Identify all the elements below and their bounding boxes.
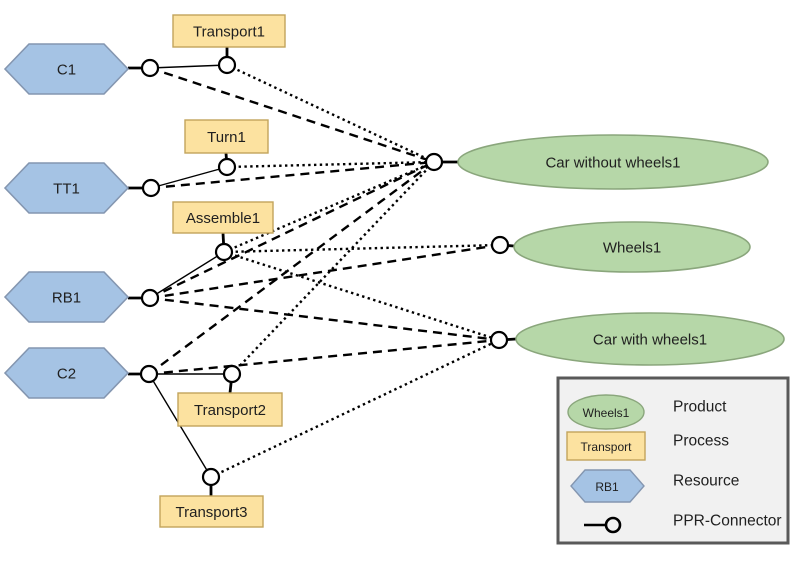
- ppr-connector-c1[interactable]: [140, 58, 160, 78]
- legend-item-label-process: Process: [673, 433, 729, 450]
- ppr-connector-turn1[interactable]: [217, 157, 237, 177]
- dotted-edge: [210, 338, 500, 479]
- dashed-edge: [149, 296, 500, 342]
- ppr-connector-rb1[interactable]: [140, 288, 160, 308]
- dashed-edge: [149, 243, 501, 300]
- legend-product-sample-label: Wheels1: [583, 406, 630, 420]
- resource-label: TT1: [53, 181, 80, 198]
- ppr-connector-tt1[interactable]: [141, 178, 161, 198]
- dotted-edge: [223, 243, 501, 254]
- product-car-without-wheels1[interactable]: [457, 134, 769, 190]
- product-label: Wheels1: [603, 240, 661, 257]
- ppr-connector-p3[interactable]: [489, 330, 509, 350]
- product-shape-icon: [567, 394, 645, 430]
- resource-c2[interactable]: [3, 347, 130, 399]
- legend-item-label-resource: Resource: [673, 473, 739, 490]
- ppr-connector-t3[interactable]: [201, 467, 221, 487]
- dotted-edge: [231, 161, 435, 375]
- ppr-connector-p1[interactable]: [424, 152, 444, 172]
- legend-process-sample-label: Transport: [581, 440, 633, 454]
- process-label: Transport2: [194, 402, 266, 419]
- ppr-connector-c2[interactable]: [139, 364, 159, 384]
- dotted-edge: [226, 160, 435, 169]
- product-label: Car without wheels1: [545, 155, 680, 172]
- resource-label: C1: [57, 62, 76, 79]
- legend-resource-sample-label: RB1: [595, 480, 619, 494]
- resource-rb1[interactable]: [3, 271, 130, 323]
- resource-label: RB1: [52, 290, 81, 307]
- dashed-edge: [149, 66, 435, 164]
- legend-item-label-product: Product: [673, 399, 727, 416]
- process-label: Assemble1: [186, 210, 260, 227]
- resource-tt1[interactable]: [3, 162, 130, 214]
- resource-c1[interactable]: [3, 43, 130, 95]
- solid-edge: [149, 251, 225, 299]
- process-label: Transport1: [193, 24, 265, 41]
- product-car-with-wheels1[interactable]: [515, 312, 785, 366]
- process-transport3[interactable]: [159, 495, 264, 528]
- product-wheels1[interactable]: [513, 221, 751, 273]
- process-transport2[interactable]: [177, 392, 283, 427]
- process-label: Turn1: [207, 129, 246, 146]
- dashed-edge: [148, 338, 500, 376]
- process-transport1[interactable]: [172, 14, 286, 48]
- ppr-connector-t2[interactable]: [222, 364, 242, 384]
- solid-edge: [150, 166, 228, 189]
- ppr-connector-icon-circle: [604, 516, 622, 534]
- resource-shape-icon: [570, 469, 645, 503]
- dotted-edge: [223, 250, 500, 342]
- ppr-connector-a1[interactable]: [214, 242, 234, 262]
- process-turn1[interactable]: [184, 119, 269, 154]
- dashed-edge: [149, 160, 435, 300]
- dashed-edge: [148, 161, 435, 375]
- process-label: Transport3: [176, 504, 248, 521]
- process-shape-icon: [566, 431, 646, 461]
- legend-item-label-ppr-connector: PPR-Connector: [673, 513, 782, 530]
- resource-label: C2: [57, 366, 76, 383]
- product-label: Car with wheels1: [593, 332, 707, 349]
- solid-edge: [149, 64, 228, 69]
- ppr-connector-t1[interactable]: [217, 55, 237, 75]
- process-assemble1[interactable]: [172, 201, 274, 234]
- ppr-connector-p2[interactable]: [490, 235, 510, 255]
- dashed-edge: [150, 160, 435, 190]
